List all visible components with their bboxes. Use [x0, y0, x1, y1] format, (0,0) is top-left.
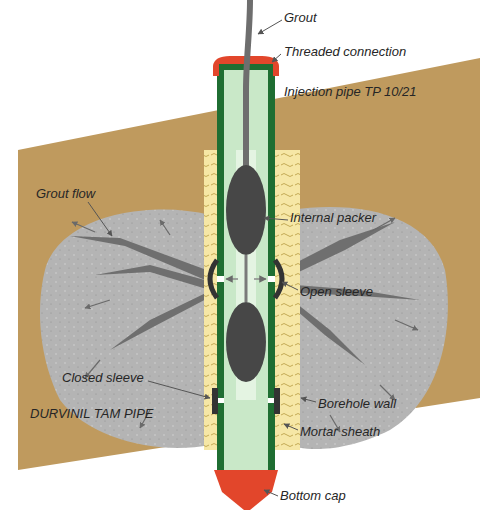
part-label: Grout [284, 10, 317, 25]
part-label: Internal packer [290, 210, 376, 225]
part-label: Grout flow [36, 186, 95, 201]
packer-link [245, 255, 248, 302]
part-label: Closed sleeve [62, 370, 144, 385]
part-label: Threaded connection [284, 44, 406, 59]
part-label: DURVINIL TAM PIPE [30, 406, 154, 421]
closed-sleeve [212, 388, 280, 414]
leader-lines [88, 20, 316, 496]
part-label: Bottom cap [280, 488, 346, 503]
part-label: Open sleeve [300, 284, 373, 299]
upper-packer [226, 165, 266, 255]
lower-packer [226, 302, 266, 382]
part-label: Borehole wall [318, 396, 396, 411]
bottom-cap [214, 470, 278, 510]
part-label: Mortar sheath [300, 424, 380, 439]
grout-hose [246, 0, 250, 170]
part-label: Injection pipe TP 10/21 [284, 84, 417, 99]
open-sleeve [210, 260, 282, 298]
